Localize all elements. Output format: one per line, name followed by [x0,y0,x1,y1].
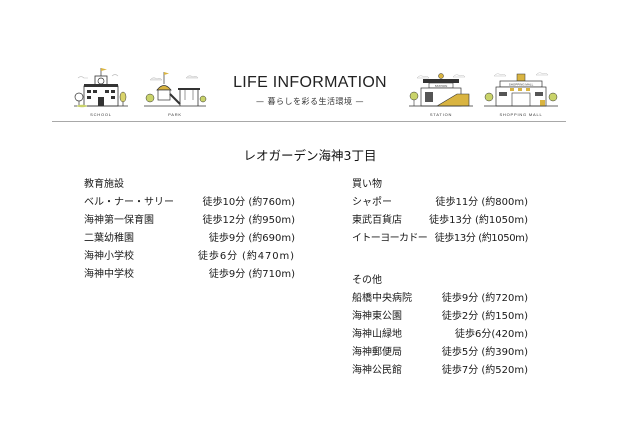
shopping-mall-caption: SHOPPING MALL [499,112,543,117]
facility-name: シャポー [352,197,392,208]
list-item: 海神中学校 徒歩9分 (約710m) [84,266,295,284]
park-caption: PARK [168,112,182,117]
shopping-heading: 買い物 [352,179,382,190]
facility-name: 海神第一保育園 [84,215,154,226]
list-item: 海神第一保育園 徒歩12分 (約950m) [84,212,295,230]
facility-name: 海神山緑地 [352,329,402,340]
school-illustration: SCHOOL [72,66,130,118]
list-item: 海神郵便局 徒歩5分 (約390m) [352,344,528,362]
list-item: 海神東公園 徒歩2分 (約150m) [352,308,528,326]
school-icon [74,68,128,108]
facility-name: 海神中学校 [84,269,134,280]
facility-name: ベル・ナー・サリー [84,197,174,208]
page-title: LIFE INFORMATION [233,74,387,91]
station-illustration: STATION STATION [407,66,475,118]
facility-distance: 徒歩9分 (約710m) [208,269,295,280]
list-item: ベル・ナー・サリー 徒歩10分 (約760m) [84,194,295,212]
facility-name: 二葉幼稚園 [84,233,134,244]
facility-distance: 徒歩5分 (約390m) [441,347,528,358]
park-illustration: PARK [142,66,208,118]
facility-distance: 徒歩9分 (約690m) [208,233,295,244]
facility-distance: 徒歩9分 (約720m) [441,293,528,304]
facility-name: 海神東公園 [352,311,402,322]
facility-distance: 徒歩7分 (約520m) [441,365,528,376]
facility-distance: 徒歩10分 (約760m) [202,197,295,208]
header-divider [52,121,566,122]
other-section: その他 船橋中央病院 徒歩9分 (約720m) 海神東公園 徒歩2分 (約150… [352,272,528,380]
facility-distance: 徒歩6分 (約470m) [198,251,295,262]
shopping-section: 買い物 シャポー 徒歩11分 (約800m) 東武百貨店 徒歩13分 (約105… [352,176,528,248]
list-item: シャポー 徒歩11分 (約800m) [352,194,528,212]
facility-name: 海神公民館 [352,365,402,376]
facility-distance: 徒歩6分(420m) [455,329,528,340]
property-name: レオガーデン海神3丁目 [243,148,377,163]
facility-name: 海神小学校 [84,251,134,262]
list-item: イトーヨーカドー 徒歩13分 (約1050m) [352,230,528,248]
page-subtitle: — 暮らしを彩る生活環境 — [255,97,365,106]
list-item: 海神山緑地 徒歩6分(420m) [352,326,528,344]
facility-name: 東武百貨店 [352,215,402,226]
list-item: 海神小学校 徒歩6分 (約470m) [84,248,295,266]
school-caption: SCHOOL [90,112,112,117]
svg-text:STATION: STATION [435,84,448,88]
facility-name: 船橋中央病院 [352,293,412,304]
facility-name: イトーヨーカドー [352,233,428,244]
facility-name: 海神郵便局 [352,347,402,358]
list-item: 二葉幼稚園 徒歩9分 (約690m) [84,230,295,248]
facility-distance: 徒歩11分 (約800m) [435,197,528,208]
svg-text:SHOPPING MALL: SHOPPING MALL [509,83,534,87]
station-caption: STATION [429,112,453,117]
station-icon: STATION [409,73,473,107]
facility-distance: 徒歩13分 (約1050m) [434,233,529,244]
education-section: 教育施設 ベル・ナー・サリー 徒歩10分 (約760m) 海神第一保育園 徒歩1… [84,176,295,284]
list-item: 船橋中央病院 徒歩9分 (約720m) [352,290,528,308]
shopping-mall-icon: SHOPPING MALL [484,72,558,107]
list-item: 東武百貨店 徒歩13分 (約1050m) [352,212,528,230]
list-item: 海神公民館 徒歩7分 (約520m) [352,362,528,380]
facility-distance: 徒歩13分 (約1050m) [429,215,528,226]
shopping-mall-illustration: SHOPPING MALL SHOPPING MALL [482,66,560,118]
facility-distance: 徒歩12分 (約950m) [202,215,295,226]
other-heading: その他 [352,275,382,286]
education-heading: 教育施設 [84,179,124,190]
facility-distance: 徒歩2分 (約150m) [441,311,528,322]
park-icon [144,72,207,107]
